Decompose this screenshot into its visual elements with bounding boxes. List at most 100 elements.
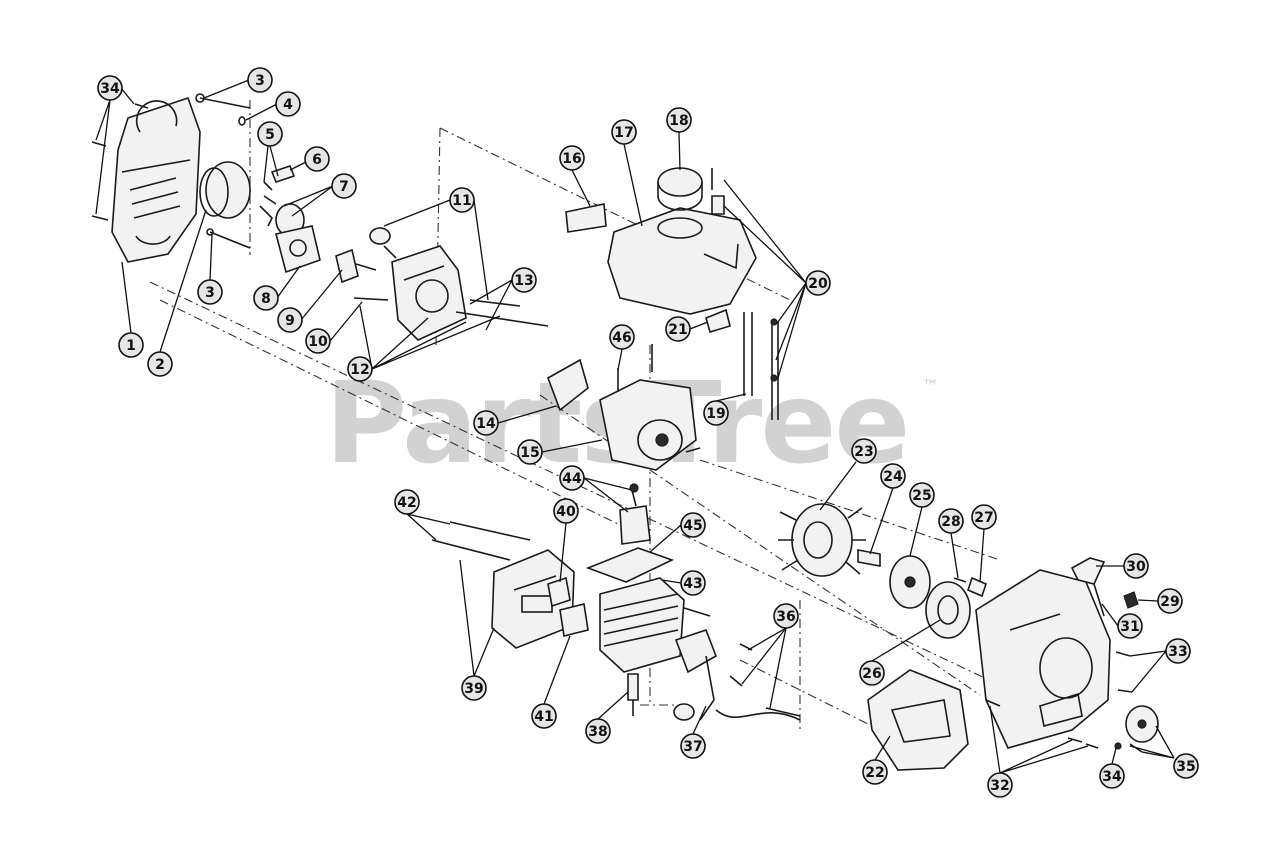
callout-37: 37 — [680, 733, 706, 759]
callout-label: 23 — [854, 444, 873, 460]
callout-label: 10 — [308, 334, 328, 350]
nut-part-29 — [1123, 591, 1139, 609]
spark-plug-part-38 — [627, 673, 639, 716]
callout-38: 38 — [585, 718, 611, 744]
clip-part-21 — [705, 308, 731, 333]
callout-8: 8 — [253, 285, 279, 311]
callout-circle — [680, 733, 706, 759]
callout-label: 16 — [562, 151, 581, 167]
callout-circle — [394, 489, 420, 515]
callout-circle — [680, 512, 706, 538]
callout-circle — [559, 465, 585, 491]
callout-circle — [987, 772, 1013, 798]
callout-circle — [331, 173, 357, 199]
callout-3: 3 — [247, 67, 273, 93]
studs-part-10 — [353, 263, 389, 301]
callout-label: 44 — [562, 471, 582, 487]
callout-15: 15 — [517, 439, 543, 465]
callout-25: 25 — [909, 482, 935, 508]
fuel-cap-part-18 — [657, 167, 703, 211]
screws-part-33 — [1115, 651, 1133, 693]
callout-label: 30 — [1126, 559, 1146, 575]
callout-label: 46 — [612, 330, 631, 346]
callout-label: 41 — [534, 709, 553, 725]
callout-14: 14 — [473, 410, 499, 436]
callout-label: 20 — [808, 276, 828, 292]
callout-label: 22 — [865, 765, 884, 781]
starter-pawl-parts-27-28 — [953, 576, 987, 598]
callout-circle — [805, 270, 831, 296]
callout-46: 46 — [609, 324, 635, 350]
callout-label: 15 — [520, 445, 539, 461]
callout-circle — [118, 332, 144, 358]
callout-circle — [680, 570, 706, 596]
callout-label: 25 — [912, 488, 931, 504]
callout-label: 38 — [588, 724, 607, 740]
callout-2: 2 — [147, 351, 173, 377]
trademark-symbol: ™ — [922, 377, 939, 397]
callout-29: 29 — [1157, 588, 1183, 614]
air-filter-cover-part-1 — [111, 96, 201, 263]
air-filter-element-part-2 — [199, 161, 251, 219]
washer-part-4 — [238, 116, 246, 126]
callout-label: 32 — [990, 778, 1009, 794]
callout-circle — [305, 328, 331, 354]
callout-circle — [703, 400, 729, 426]
muffler-bolts-part-42 — [431, 521, 531, 561]
callout-label: 21 — [668, 322, 687, 338]
callout-circle — [585, 718, 611, 744]
callout-circle — [880, 463, 906, 489]
callout-17: 17 — [611, 119, 637, 145]
callout-label: 2 — [155, 357, 165, 373]
callout-32: 32 — [987, 772, 1013, 798]
callout-6: 6 — [304, 146, 330, 172]
callout-44: 44 — [559, 465, 585, 491]
cylinder-part-43 — [599, 577, 711, 673]
callout-circle — [1165, 638, 1191, 664]
callout-label: 36 — [776, 609, 795, 625]
callout-label: 19 — [706, 406, 725, 422]
callout-13: 13 — [511, 267, 537, 293]
callout-label: 4 — [283, 97, 293, 113]
callout-circle — [347, 356, 373, 382]
callout-circle — [851, 438, 877, 464]
callout-circle — [147, 351, 173, 377]
gasket-part-9 — [335, 248, 359, 284]
muffler-gasket-part-40 — [547, 576, 571, 608]
callout-circle — [1123, 553, 1149, 579]
callout-label: 7 — [339, 179, 349, 195]
callout-circle — [559, 145, 585, 171]
carburetor-adapter-block-part-12 — [391, 245, 467, 341]
callout-circle — [473, 410, 499, 436]
callout-label: 43 — [683, 576, 702, 592]
fuel-tank-part-17 — [607, 207, 757, 315]
callout-label: 31 — [1120, 619, 1139, 635]
callout-24: 24 — [880, 463, 906, 489]
bolt-part-46 — [617, 344, 653, 392]
callout-34: 34 — [97, 75, 123, 101]
callout-label: 11 — [452, 193, 471, 209]
callout-circle — [553, 498, 579, 524]
callout-circle — [665, 316, 691, 342]
callout-circle — [971, 504, 997, 530]
throttle-trigger-part-30 — [1070, 557, 1106, 617]
callout-43: 43 — [680, 570, 706, 596]
callout-label: 8 — [261, 291, 271, 307]
muffler-plate-part-41 — [559, 603, 589, 637]
callout-circle — [1099, 763, 1125, 789]
callout-circle — [277, 307, 303, 333]
callout-circle — [773, 603, 799, 629]
callout-30: 30 — [1123, 553, 1149, 579]
callout-circle — [531, 703, 557, 729]
callout-label: 17 — [614, 125, 633, 141]
callout-18: 18 — [666, 107, 692, 133]
starter-spring-part-26 — [925, 581, 971, 639]
callout-21: 21 — [665, 316, 691, 342]
callout-23: 23 — [851, 438, 877, 464]
sleeve-part-24 — [857, 549, 881, 567]
callout-20: 20 — [805, 270, 831, 296]
callout-circle — [1117, 613, 1143, 639]
callout-label: 18 — [669, 113, 688, 129]
